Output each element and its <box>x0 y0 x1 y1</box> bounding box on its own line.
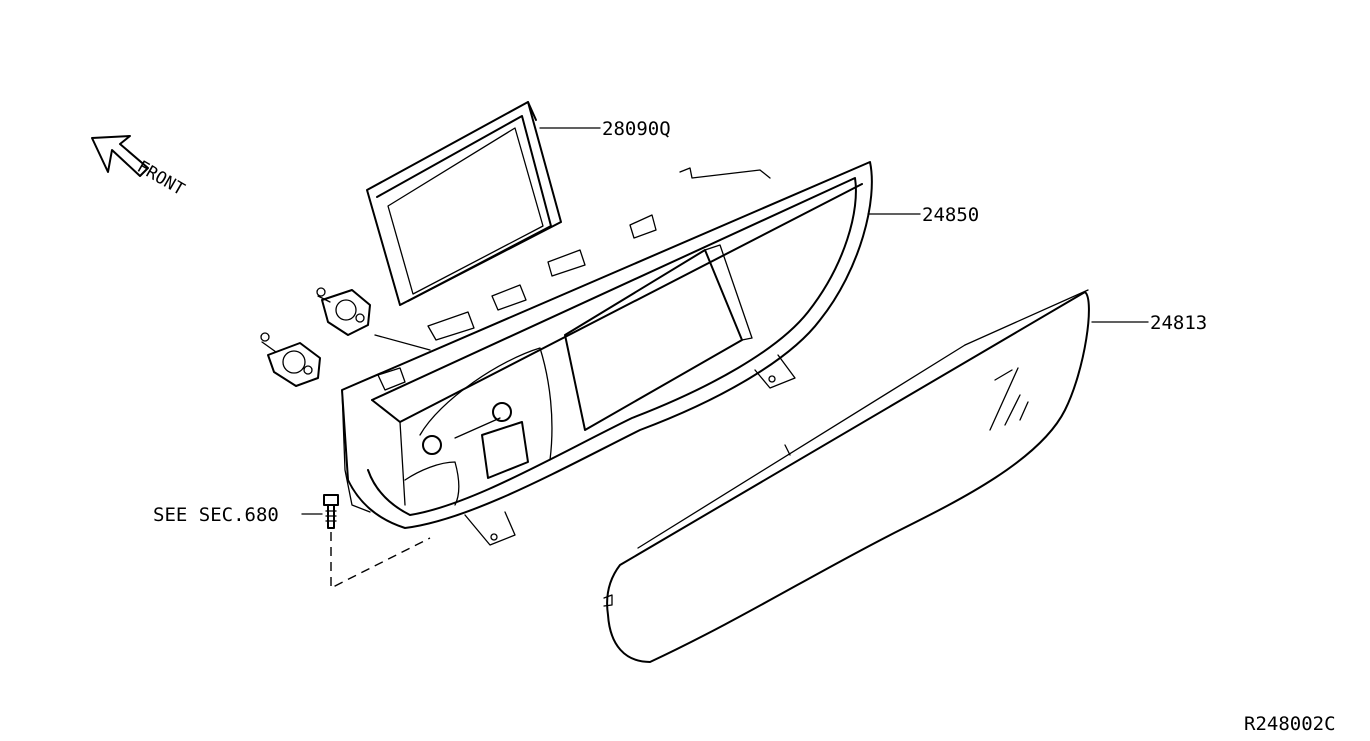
front-arrow-icon <box>91 135 149 177</box>
front-label: FRONT <box>134 157 188 200</box>
callout-lens: 24813 <box>1150 312 1207 334</box>
bulb-socket-lower <box>260 332 321 387</box>
callout-screw: SEE SEC.680 <box>153 504 279 526</box>
callout-display: 28090Q <box>602 118 671 140</box>
figure-code: R248002C <box>1244 713 1336 735</box>
screw-path <box>330 532 431 590</box>
cluster-housing <box>341 161 873 546</box>
bulb-socket-upper <box>316 287 371 336</box>
cluster-lens <box>603 289 1090 663</box>
display-unit <box>366 101 562 306</box>
screw <box>323 494 339 529</box>
callout-cluster: 24850 <box>922 204 979 226</box>
